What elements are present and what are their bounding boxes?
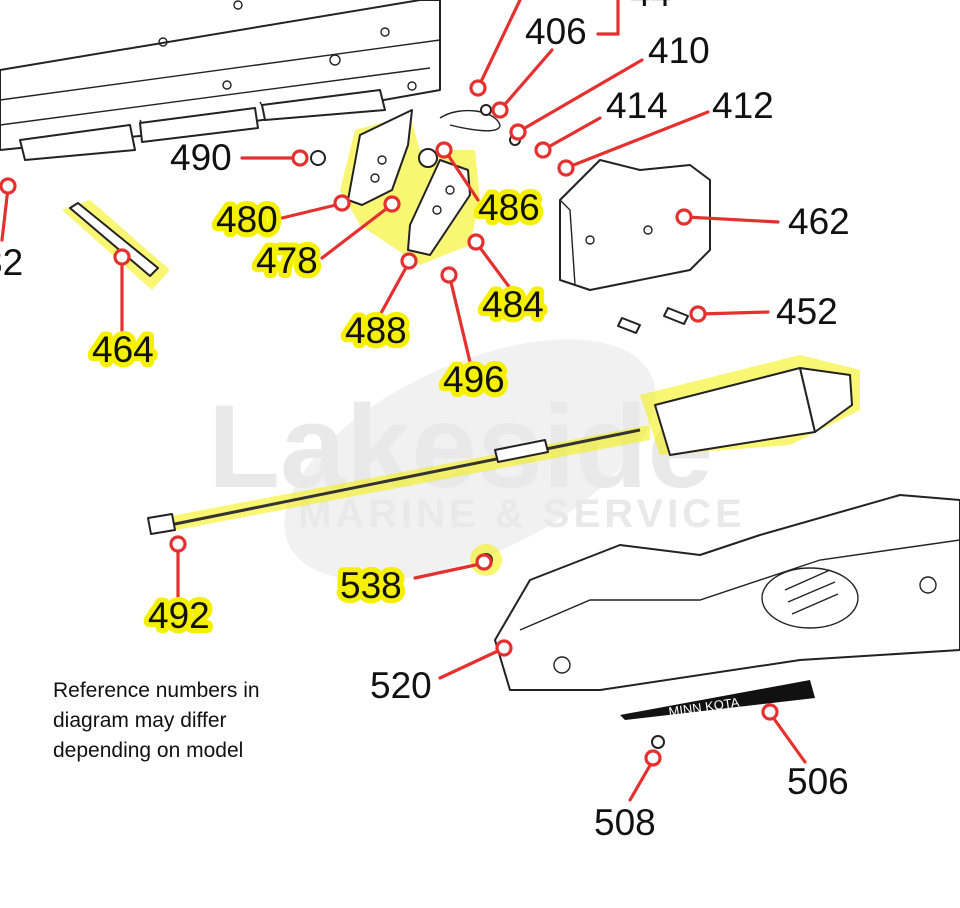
watermark-title: Lakeside xyxy=(208,381,713,513)
callout-486: 486 xyxy=(478,187,540,228)
callout-492: 492 xyxy=(148,595,210,636)
callout-82: 82 xyxy=(0,242,23,283)
callout-410: 410 xyxy=(648,30,710,71)
screw-508 xyxy=(651,735,665,749)
callout-496: 496 xyxy=(443,359,505,400)
decal-506: MINN KOTA xyxy=(620,680,815,720)
callout-506: 506 xyxy=(787,761,849,802)
callout-478: 478 xyxy=(256,240,318,281)
callout-406: 406 xyxy=(525,11,587,52)
callout-414: 414 xyxy=(606,85,668,126)
callout-462: 462 xyxy=(788,201,850,242)
callout-490: 490 xyxy=(170,137,232,178)
housing-520 xyxy=(494,494,960,691)
callout-484: 484 xyxy=(482,284,544,325)
hinge-plates xyxy=(340,109,480,265)
watermark-subtitle: MARINE & SERVICE xyxy=(298,492,746,536)
callout-538: 538 xyxy=(340,565,402,606)
reference-note: Reference numbers in diagram may differ … xyxy=(53,679,260,762)
callout-464: 464 xyxy=(92,329,154,370)
callout-412: 412 xyxy=(712,85,774,126)
callout-488: 488 xyxy=(345,310,407,351)
callout-480: 480 xyxy=(216,199,278,240)
mount-bracket xyxy=(0,0,441,161)
callout-452: 452 xyxy=(776,291,838,332)
callout-44: 44 xyxy=(630,0,671,14)
actuator-motor xyxy=(147,355,860,535)
callout-numbers: 406 410 414 412 490 480 478 486 462 82 4… xyxy=(0,0,850,843)
pin-464 xyxy=(62,200,170,290)
side-cover-462 xyxy=(559,159,711,291)
leader-lines xyxy=(0,0,807,802)
callout-508: 508 xyxy=(594,802,656,843)
brand-decal-text: MINN KOTA xyxy=(668,695,741,720)
screws-452 xyxy=(617,307,689,334)
callout-520: 520 xyxy=(370,665,432,706)
